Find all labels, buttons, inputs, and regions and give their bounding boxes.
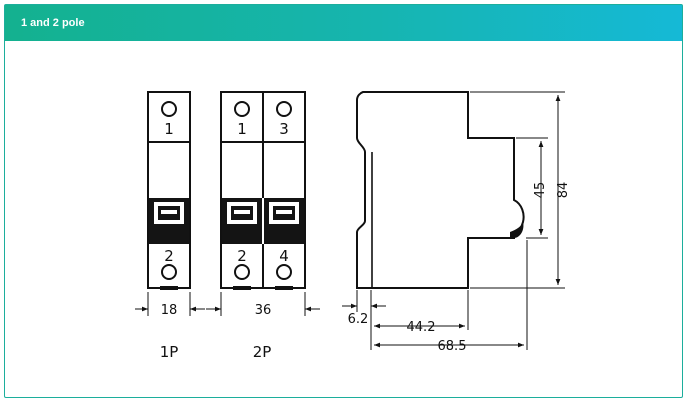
dim-offset: 6.2 (348, 312, 369, 327)
breaker-1p-toggle (149, 198, 189, 244)
terminal-screw-icon (276, 264, 292, 280)
terminal-label-2p-top-right: 3 (279, 120, 289, 138)
din-rail-clip (510, 222, 524, 238)
terminal-label-1p-top: 1 (164, 120, 174, 138)
dim-1p-width-lines (135, 292, 205, 316)
spec-panel: 1 and 2 pole (4, 4, 683, 398)
panel-header: 1 and 2 pole (5, 5, 682, 41)
dim-depth-total: 68.5 (438, 339, 467, 354)
dim-inner-height: 45 (533, 182, 548, 199)
terminal-screw-icon (276, 101, 292, 117)
caption-1p: 1P (160, 343, 179, 361)
terminal-label-2p-top-left: 1 (237, 120, 247, 138)
dim-2p-width: 36 (255, 303, 272, 318)
terminal-screw-icon (234, 101, 250, 117)
terminal-label-1p-bottom: 2 (164, 247, 174, 265)
side-profile-outline (356, 91, 525, 289)
dim-2p-width-lines (206, 292, 320, 316)
dim-horizontal-lines (342, 240, 528, 350)
terminal-label-2p-bottom-left: 2 (237, 247, 247, 265)
dim-depth-front: 44.2 (407, 320, 436, 335)
terminal-screw-icon (161, 264, 177, 280)
panel-title: 1 and 2 pole (21, 17, 85, 29)
caption-2p: 2P (253, 343, 272, 361)
dim-total-height: 84 (556, 182, 571, 199)
breaker-1p-front-view (147, 91, 191, 290)
terminal-screw-icon (161, 101, 177, 117)
breaker-2p-front-view (220, 91, 306, 290)
terminal-screw-icon (234, 264, 250, 280)
terminal-label-2p-bottom-right: 4 (279, 247, 289, 265)
dim-1p-width: 18 (161, 303, 178, 318)
dim-total-height-lines (470, 91, 565, 289)
breaker-2p-toggle (222, 198, 304, 244)
dim-inner-height-lines (516, 137, 548, 239)
breaker-side-view (356, 91, 525, 289)
